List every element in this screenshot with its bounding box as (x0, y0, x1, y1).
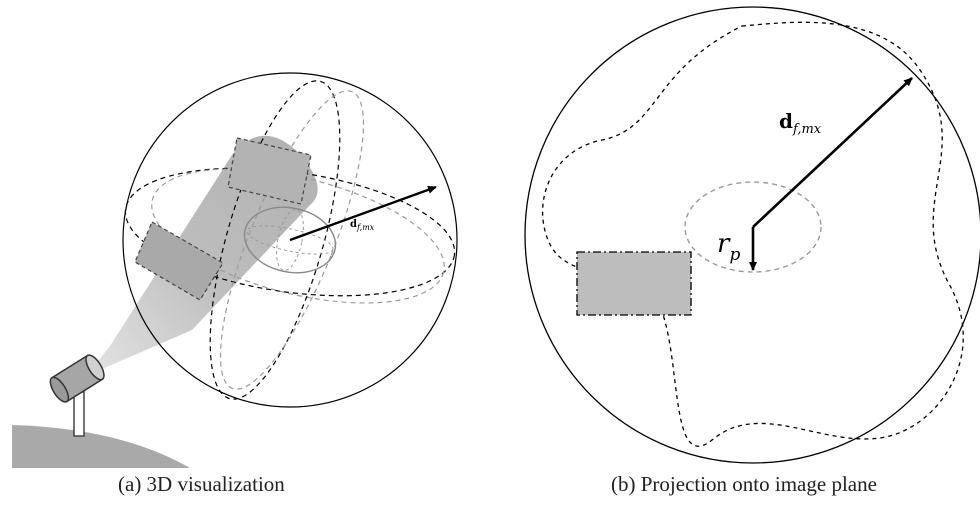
vector-d-arrow-b (752, 77, 913, 228)
radius-circle (684, 181, 822, 273)
caption-b: (b) Projection onto image plane (611, 472, 877, 496)
ground-shape (12, 425, 190, 468)
vector-label-b: df,mx (779, 109, 822, 137)
inner-sphere-equator (246, 225, 334, 255)
radius-label: rp (717, 229, 740, 265)
vector-d-arrow-a (289, 185, 437, 242)
lamp-post (73, 391, 85, 437)
meridian-light (219, 90, 365, 390)
inner-sphere-meridian (276, 209, 304, 271)
box-bottom (134, 221, 224, 301)
meridian-dashed (209, 80, 341, 400)
inner-sphere (243, 206, 337, 274)
image-circle (524, 6, 980, 464)
obstacle-rect (576, 251, 692, 316)
lamp-head (49, 354, 105, 403)
panel-a: df,mx (12, 72, 458, 468)
equator-light (151, 168, 445, 304)
footprint-blob (541, 21, 964, 447)
caption-a: (a) 3D visualization (118, 472, 285, 496)
box-top (227, 137, 312, 205)
vector-label-a: df,mx (350, 219, 375, 232)
panel-b: df,mx rp (524, 6, 980, 464)
bounding-sphere (122, 72, 458, 408)
